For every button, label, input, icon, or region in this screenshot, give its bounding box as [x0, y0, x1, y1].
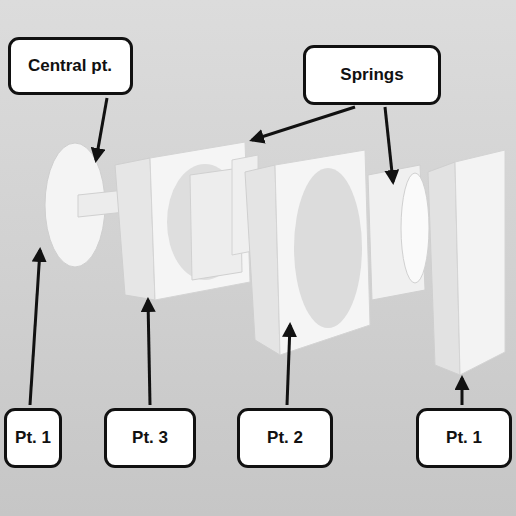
callout-label: Pt. 3: [132, 428, 168, 448]
part-one: [428, 150, 505, 375]
callout-box: Central pt.: [8, 37, 133, 95]
callout-box: Pt. 1: [4, 408, 62, 468]
callout-label: Pt. 1: [446, 428, 482, 448]
callout-label: Pt. 2: [267, 428, 303, 448]
callout-box: Pt. 1: [416, 408, 512, 468]
part-three: [115, 142, 250, 300]
callout-box: Springs: [303, 45, 441, 105]
callout-label: Central pt.: [28, 56, 112, 76]
callout-box: Pt. 2: [237, 408, 333, 468]
central-part: [45, 143, 125, 267]
spring-gear: [368, 165, 429, 300]
callout-label: Pt. 1: [15, 428, 51, 448]
callout-box: Pt. 3: [104, 408, 196, 468]
part-two: [245, 150, 370, 355]
leader-arrows: [30, 98, 462, 405]
callout-label: Springs: [340, 65, 403, 85]
